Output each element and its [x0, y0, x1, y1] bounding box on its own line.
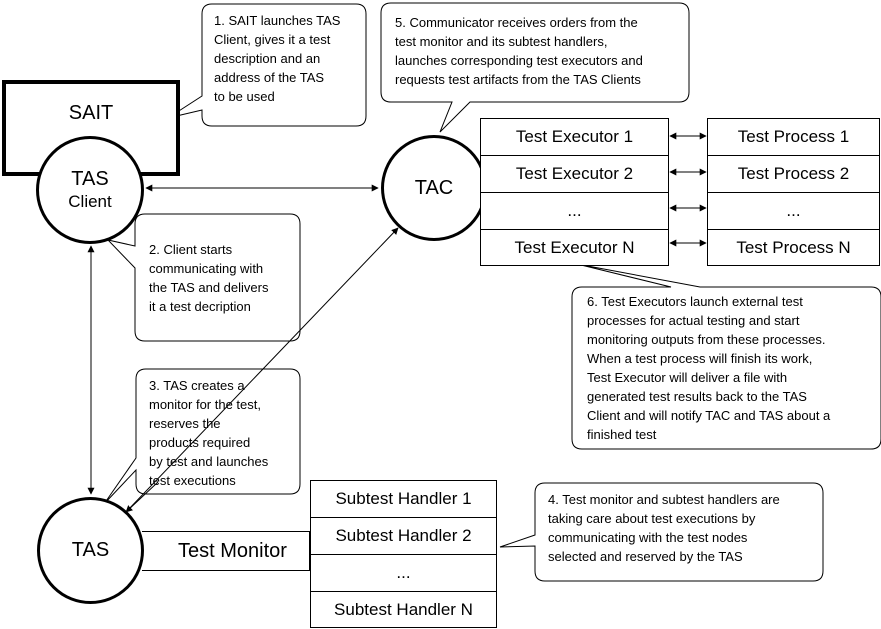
arrow-tas-callout: [125, 481, 159, 513]
callout-3: 3. TAS creates a monitor for the test, r…: [149, 376, 268, 490]
callout-bubble-5: [380, 2, 690, 133]
tas-label: TAS: [71, 539, 110, 561]
sait-label: SAIT: [68, 102, 114, 124]
subtest-handler-row: ...: [310, 555, 497, 592]
test-monitor-label: Test Monitor: [178, 539, 287, 562]
callout-5-line: 5. Communicator receives orders from the: [395, 15, 638, 30]
tas-node: TAS: [37, 497, 144, 604]
callout-2-line: it a test decription: [149, 299, 251, 314]
callout-2-line: the TAS and delivers: [149, 280, 269, 295]
callout-3-line: reserves the: [149, 416, 221, 431]
callout-6-line: 6. Test Executors launch external test: [587, 294, 803, 309]
tac-label: TAC: [414, 176, 454, 199]
subtest-handler-row: Subtest Handler 1: [310, 480, 497, 518]
test-executor-row: Test Executor 2: [480, 156, 669, 193]
callout-6-line: Test Executor will deliver a file with: [587, 370, 788, 385]
callout-6-line: generated test results back to the TAS: [587, 389, 807, 404]
callout-3-line: test executions: [149, 473, 236, 488]
callout-6-line: Client and will notify TAC and TAS about…: [587, 408, 831, 423]
tas-client-node: TAS Client: [36, 136, 144, 244]
sait-box: SAIT: [2, 80, 180, 176]
callout-5-line: test monitor and its subtest handlers,: [395, 34, 608, 49]
callout-3-line: 3. TAS creates a: [149, 378, 245, 393]
callout-2: 2. Client starts communicating with the …: [149, 240, 268, 316]
test-executor-row: Test Executor N: [480, 230, 669, 266]
callout-1-line: 1. SAIT launches TAS: [214, 13, 341, 28]
callout-bubble-3: [103, 368, 301, 505]
callout-2-line: 2. Client starts: [149, 242, 233, 257]
tas-client-label-line2: Client: [68, 192, 112, 211]
test-executor-row: Test Executor 1: [480, 118, 669, 156]
test-process-row: ...: [707, 193, 880, 230]
tas-client-label-line1: TAS: [71, 168, 109, 190]
callout-1-line: address of the TAS: [214, 70, 325, 85]
callout-bubble-4: [499, 482, 824, 582]
callout-bubble-1: [167, 3, 367, 127]
callout-1: 1. SAIT launches TAS Client, gives it a …: [214, 11, 340, 106]
callout-4-line: communicating with the test nodes: [548, 530, 748, 545]
callout-4-line: taking care about test executions by: [548, 511, 756, 526]
callout-1-line: to be used: [214, 89, 275, 104]
subtest-handler-row: Subtest Handler N: [310, 592, 497, 628]
callout-3-line: products required: [149, 435, 251, 450]
callout-4-line: selected and reserved by the TAS: [548, 549, 743, 564]
arrow-tas-tac: [125, 227, 399, 513]
callout-6: 6. Test Executors launch external test p…: [587, 292, 830, 444]
callout-2-line: communicating with: [149, 261, 264, 276]
callout-bubble-2: [106, 213, 301, 342]
test-process-row: Test Process N: [707, 230, 880, 266]
test-monitor-box: Test Monitor: [142, 531, 310, 571]
subtest-handler-row: Subtest Handler 2: [310, 518, 497, 555]
callout-6-line: finished test: [587, 427, 657, 442]
callout-6-line: monitoring outputs from these processes.: [587, 332, 826, 347]
callout-5: 5. Communicator receives orders from the…: [395, 13, 643, 89]
callout-6-line: When a test process will finish its work…: [587, 351, 813, 366]
subtest-handler-table: Subtest Handler 1 Subtest Handler 2 ... …: [310, 480, 497, 628]
test-process-row: Test Process 1: [707, 118, 880, 156]
callout-3-line: by test and launches: [149, 454, 269, 469]
callout-4: 4. Test monitor and subtest handlers are…: [548, 490, 810, 566]
callout-1-line: description and an: [214, 51, 321, 66]
callout-4-line: 4. Test monitor and subtest handlers are: [548, 492, 780, 507]
callout-1-line: Client, gives it a test: [214, 32, 331, 47]
callout-3-line: monitor for the test,: [149, 397, 261, 412]
callout-6-line: processes for actual testing and start: [587, 313, 800, 328]
tac-node: TAC: [381, 135, 487, 241]
callout-5-line: requests test artifacts from the TAS Cli…: [395, 72, 641, 87]
test-executor-table: Test Executor 1 Test Executor 2 ... Test…: [480, 118, 669, 266]
callout-5-line: launches corresponding test executors an…: [395, 53, 643, 68]
test-process-row: Test Process 2: [707, 156, 880, 193]
callout-bubble-6: [571, 263, 881, 450]
test-executor-row: ...: [480, 193, 669, 230]
test-process-table: Test Process 1 Test Process 2 ... Test P…: [707, 118, 880, 266]
